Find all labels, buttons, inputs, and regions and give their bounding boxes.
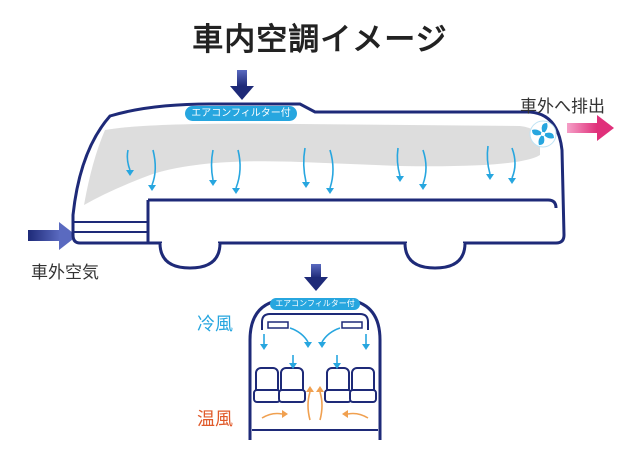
down-arrow-icon [304, 264, 328, 291]
seats [253, 367, 377, 403]
intake-label: 車外空気 [31, 263, 99, 283]
bus-side-view [71, 102, 566, 270]
cool-air-label: 冷風 [197, 314, 233, 335]
filter-badge: エアコンフィルター付 [185, 106, 297, 121]
warm-air-label: 温風 [197, 409, 233, 430]
exhaust-label: 車外へ排出 [520, 97, 605, 117]
warm-airflow-arrows [261, 386, 369, 421]
right-arrow-icon [567, 115, 614, 141]
right-arrow-icon [28, 222, 77, 250]
fan-icon [529, 120, 557, 148]
filter-badge-rear: エアコンフィルター付 [270, 298, 360, 310]
page-title: 車内空調イメージ [192, 22, 448, 58]
cool-airflow-arrows [126, 145, 516, 194]
cool-airflow-arrows-rear [260, 327, 370, 369]
down-arrow-icon [230, 70, 254, 100]
